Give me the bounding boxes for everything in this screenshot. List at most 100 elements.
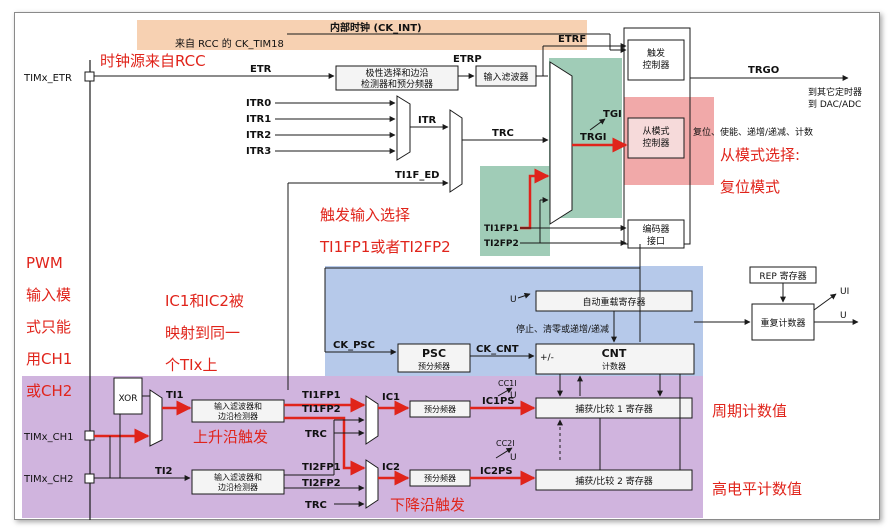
- ic1ps-label: IC1PS: [482, 396, 515, 407]
- timx-etr-label: TIMx_ETR: [23, 73, 72, 84]
- slave-mode-annotation-1: 从模式选择:: [720, 146, 800, 164]
- ic2ps-label: IC2PS: [480, 466, 513, 477]
- ic1-mux: [365, 395, 379, 445]
- polarity-label-1: 极性选择和边沿: [365, 67, 428, 79]
- u1-label: U: [510, 391, 517, 401]
- etr-label: ETR: [250, 64, 272, 75]
- ck-psc-label: CK_PSC: [333, 340, 375, 351]
- capture1-block: [535, 397, 693, 419]
- trc2-label: TRC: [305, 500, 327, 511]
- slave-controller-block: [627, 117, 685, 159]
- internal-clock-highlight: [137, 20, 587, 50]
- etrf-label: ETRF: [558, 34, 586, 45]
- falling-edge-annotation: 下降沿触发: [390, 496, 465, 514]
- u-top-label: U: [510, 295, 517, 305]
- trigger-select-mux: [549, 61, 573, 225]
- xor-block: [113, 377, 143, 415]
- encoder-block: [627, 219, 685, 249]
- pwm-annotation-line-5: 或CH2: [26, 382, 72, 400]
- prescaler2-label: 预分频器: [424, 473, 456, 483]
- psc-label: PSC: [422, 347, 446, 360]
- ic-mapping-annotation-line-3: 个TIx上: [165, 356, 217, 374]
- etrp-label: ETRP: [453, 54, 482, 65]
- itr-mux: [396, 95, 411, 161]
- itr1-label: ITR1: [246, 114, 271, 125]
- trgo-label: TRGO: [748, 65, 779, 76]
- filter1-label-1: 输入滤波器和: [214, 401, 262, 411]
- ui-label: UI: [840, 287, 849, 297]
- period-annotation: 周期计数值: [712, 402, 787, 420]
- ti2fp2-top-label: TI2FP2: [484, 239, 519, 249]
- psc-sub-label: 预分频器: [418, 361, 450, 371]
- clock-source-annotation: 时钟源来自RCC: [100, 52, 206, 70]
- slave-output-label: 复位、使能、递增/递减、计数: [693, 126, 813, 138]
- capture2-block: [535, 469, 693, 491]
- psc-block: [397, 343, 471, 373]
- trigger-controller-label-2: 控制器: [642, 59, 669, 71]
- trigger-select-annotation-2: TI1FP1或者TI2FP2: [319, 238, 451, 256]
- trgi-label: TRGI: [580, 132, 606, 143]
- trc-top-label: TRC: [492, 128, 514, 139]
- encoder-label-1: 编码器: [642, 223, 669, 235]
- tgi-label: TGI: [603, 109, 622, 120]
- ti1fp1-top-label: TI1FP1: [484, 224, 519, 234]
- ti1-label: TI1: [166, 390, 184, 401]
- trigger-controller-label-1: 触发: [647, 47, 665, 59]
- internal-clock-label: 内部时钟 (CK_INT): [330, 21, 422, 34]
- ic-mapping-annotation-line-1: IC1和IC2被: [165, 292, 244, 310]
- filter2-label-2: 边沿检测器: [218, 482, 258, 492]
- capture1-label: 捕获/比较 1 寄存器: [575, 403, 652, 415]
- tgi-arrow: [589, 118, 606, 131]
- itr2-label: ITR2: [246, 130, 271, 141]
- rising-edge-annotation: 上升沿触发: [193, 428, 268, 446]
- ic2-mux: [365, 459, 379, 509]
- filter1-label-2: 边沿检测器: [218, 411, 258, 421]
- ti1fp2-label: TI1FP2: [302, 404, 341, 415]
- cc2i-label: CC2I: [496, 439, 515, 448]
- cc2i-arrow: [495, 447, 513, 459]
- pwm-annotation-line-4: 用CH1: [26, 350, 72, 368]
- prescaler1-label: 预分频器: [424, 404, 456, 414]
- trgo-dest-1: 到其它定时器: [808, 86, 862, 98]
- trigger-select-annotation-1: 触发输入选择: [320, 206, 410, 224]
- etr-filter-label: 输入滤波器: [483, 71, 528, 83]
- slave-controller-label-1: 从模式: [642, 125, 669, 137]
- ti1-mux: [149, 389, 163, 447]
- cnt-block: [535, 343, 695, 375]
- xor-label: XOR: [119, 394, 138, 404]
- polarity-label-2: 检测器和预分频器: [361, 78, 433, 90]
- ic2-label: IC2: [382, 462, 400, 473]
- pwm-annotation-line-2: 输入模: [26, 286, 71, 304]
- ck-cnt-label: CK_CNT: [476, 344, 519, 355]
- slave-mode-annotation-2: 复位模式: [720, 178, 780, 196]
- pwm-annotation-line-1: PWM: [26, 254, 63, 272]
- rep-register-label: REP 寄存器: [759, 270, 806, 282]
- encoder-label-2: 接口: [647, 235, 665, 247]
- u-top-arrow: [517, 292, 531, 299]
- ti2fp1-label: TI2FP1: [302, 462, 341, 473]
- cnt-label: CNT: [602, 347, 627, 360]
- itr3-label: ITR3: [246, 146, 271, 157]
- itr-label: ITR: [418, 115, 437, 126]
- u2-label: U: [510, 453, 517, 463]
- ic1-label: IC1: [382, 392, 400, 403]
- ic-mapping-annotation-line-2: 映射到同一: [165, 324, 240, 342]
- trc-mux: [449, 109, 463, 193]
- ch1-pin: [84, 430, 95, 441]
- rep-counter-block: [751, 303, 815, 341]
- auto-reload-label: 自动重载寄存器: [582, 296, 645, 308]
- ti2fp2-label: TI2FP2: [302, 478, 341, 489]
- from-rcc-label: 来自 RCC 的 CK_TIM18: [175, 37, 284, 50]
- pwm-annotation-line-3: 式只能: [26, 318, 71, 336]
- trc1-label: TRC: [305, 429, 327, 440]
- ti2-label: TI2: [155, 466, 173, 477]
- ti1fp2-red-line: [284, 416, 366, 476]
- trigger-controller-block: [627, 39, 685, 81]
- stop-clear-label: 停止、清零或递增/递减: [516, 323, 609, 335]
- trgo-dest-2: 到 DAC/ADC: [808, 98, 861, 110]
- timx-ch2-label: TIMx_CH2: [23, 474, 73, 485]
- ui-arrow: [813, 293, 837, 311]
- cnt-sub-label: 计数器: [602, 361, 626, 371]
